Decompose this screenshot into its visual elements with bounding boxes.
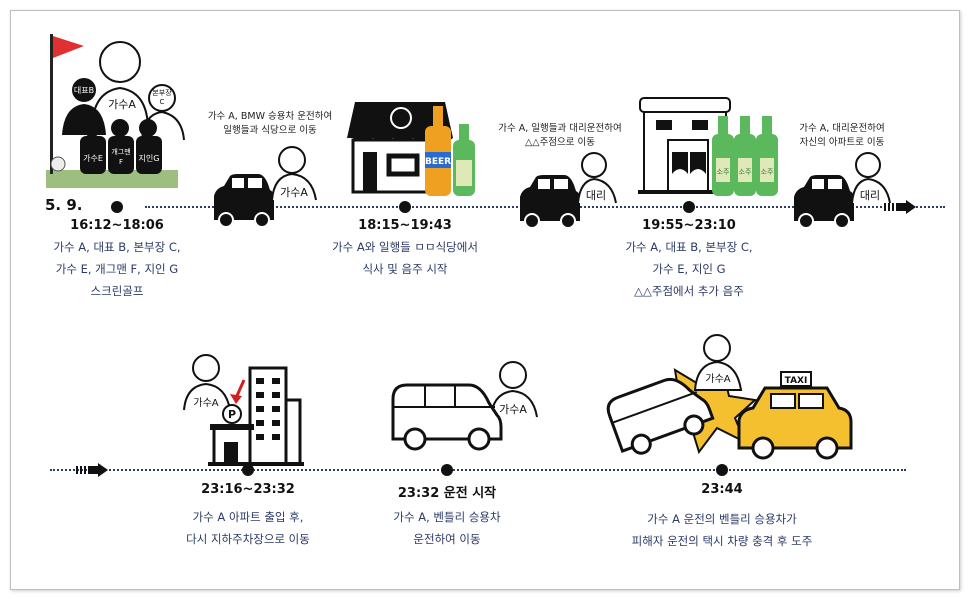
date-label: 5. 9. bbox=[45, 196, 83, 214]
crash-illustration: TAXI 가수A bbox=[606, 334, 853, 460]
move-line: 일행들과 식당으로 이동 bbox=[223, 125, 317, 136]
desc-line: 가수 E, 개그맨 F, 지인 G bbox=[55, 262, 179, 276]
move-description: 가수 A, 대리운전하여 자신의 아파트로 이동 bbox=[799, 122, 884, 150]
bentley-car-with-driver-illustration: 가수A bbox=[391, 361, 538, 451]
event-description: 가수 A, 벤틀리 승용차 운전하여 이동 bbox=[393, 506, 500, 550]
event-time: 23:32 운전 시작 bbox=[397, 486, 497, 501]
event-time: 18:15~19:43 bbox=[358, 218, 452, 233]
timeline-dot bbox=[441, 464, 453, 476]
move-line: 자신의 아파트로 이동 bbox=[799, 137, 885, 148]
apartment-parking-illustration: 가수A P bbox=[183, 354, 304, 466]
person-label: 가수A bbox=[499, 403, 527, 416]
parking-sign-label: P bbox=[228, 408, 236, 421]
event-time: 23:44 bbox=[701, 482, 743, 497]
event-time: 23:16~23:32 bbox=[201, 482, 295, 497]
timeline-dot bbox=[242, 464, 254, 476]
screen-golf-illustration: 대표B 가수A 본부장 C 가수E 개그맨 F 지인G bbox=[46, 34, 185, 188]
figure-label: 지인G bbox=[139, 153, 160, 163]
timeline-row-2 bbox=[50, 469, 906, 471]
move-line: 가수 A, 일행들과 대리운전하여 bbox=[498, 123, 622, 134]
desc-line: 가수 A 운전의 벤틀리 승용차가 bbox=[647, 512, 797, 526]
desc-line: 가수 E, 지인 G bbox=[652, 262, 726, 276]
timeline-dot bbox=[111, 201, 123, 213]
timeline-dot bbox=[399, 201, 411, 213]
desc-line: 운전하여 이동 bbox=[413, 532, 481, 546]
figure-label: 대표B bbox=[74, 86, 94, 95]
timeline-dot bbox=[683, 201, 695, 213]
figure-label: 가수A bbox=[108, 98, 136, 111]
taxi-sign-label: TAXI bbox=[785, 376, 808, 386]
desc-line: 가수 A, 벤틀리 승용차 bbox=[393, 510, 501, 524]
diagram-frame bbox=[10, 10, 960, 590]
desc-line: 가수 A, 대표 B, 본부장 C, bbox=[625, 240, 753, 254]
event-description: 가수 A 운전의 벤틀리 승용차가 피해자 운전의 택시 차량 충격 후 도주 bbox=[632, 508, 813, 552]
soju-label: 소주 bbox=[761, 168, 774, 176]
car-with-designated-driver-illustration: 대리 bbox=[520, 152, 617, 229]
desc-line: 식사 및 음주 시작 bbox=[362, 262, 448, 276]
soju-label: 소주 bbox=[717, 168, 730, 176]
desc-line: △△주점에서 추가 음주 bbox=[634, 284, 744, 298]
figure-label: C bbox=[160, 98, 165, 106]
move-description: 가수 A, BMW 승용차 운전하여 일행들과 식당으로 이동 bbox=[208, 110, 332, 138]
figure-label: 가수E bbox=[83, 154, 103, 163]
event-description: 가수 A 아파트 출입 후, 다시 지하주차장으로 이동 bbox=[186, 506, 310, 550]
continue-arrow-icon bbox=[884, 200, 916, 214]
event-description: 가수 A, 대표 B, 본부장 C, 가수 E, 개그맨 F, 지인 G 스크린… bbox=[53, 236, 180, 302]
soju-label: 소주 bbox=[739, 168, 752, 176]
person-label: 대리 bbox=[860, 189, 880, 202]
desc-line: 가수 A, 대표 B, 본부장 C, bbox=[53, 240, 181, 254]
car-with-driver-illustration: 가수A bbox=[214, 146, 317, 228]
figure-label: 개그맨 bbox=[111, 147, 130, 156]
person-label: 가수A bbox=[193, 397, 218, 409]
event-time: 19:55~23:10 bbox=[642, 218, 736, 233]
event-time: 16:12~18:06 bbox=[70, 218, 164, 233]
desc-line: 가수 A 아파트 출입 후, bbox=[192, 510, 304, 524]
figure-label: 본부장 bbox=[152, 88, 172, 97]
event-description: 가수 A, 대표 B, 본부장 C, 가수 E, 지인 G △△주점에서 추가 … bbox=[625, 236, 752, 302]
move-line: 가수 A, 대리운전하여 bbox=[799, 123, 885, 134]
move-line: △△주점으로 이동 bbox=[524, 137, 596, 148]
car-with-designated-driver-illustration: 대리 bbox=[794, 152, 891, 229]
figure-label: F bbox=[119, 158, 123, 166]
event-description: 가수 A와 일행들 ㅁㅁ식당에서 식사 및 음주 시작 bbox=[332, 236, 478, 280]
beer-label: BEER bbox=[425, 157, 451, 167]
bar-pub-illustration: 소주 소주 소주 bbox=[638, 97, 778, 196]
person-label: 가수A bbox=[280, 186, 308, 199]
continue-arrow-icon bbox=[76, 463, 108, 477]
timeline-dot bbox=[716, 464, 728, 476]
person-label: 대리 bbox=[586, 189, 606, 202]
desc-line: 다시 지하주차장으로 이동 bbox=[186, 532, 310, 546]
desc-line: 피해자 운전의 택시 차량 충격 후 도주 bbox=[631, 534, 813, 548]
person-label: 가수A bbox=[705, 373, 730, 385]
desc-line: 가수 A와 일행들 ㅁㅁ식당에서 bbox=[332, 240, 478, 254]
move-line: 가수 A, BMW 승용차 운전하여 bbox=[207, 111, 333, 122]
restaurant-illustration: BEER bbox=[347, 102, 475, 196]
desc-line: 스크린골프 bbox=[90, 284, 144, 298]
move-description: 가수 A, 일행들과 대리운전하여 △△주점으로 이동 bbox=[498, 122, 621, 150]
